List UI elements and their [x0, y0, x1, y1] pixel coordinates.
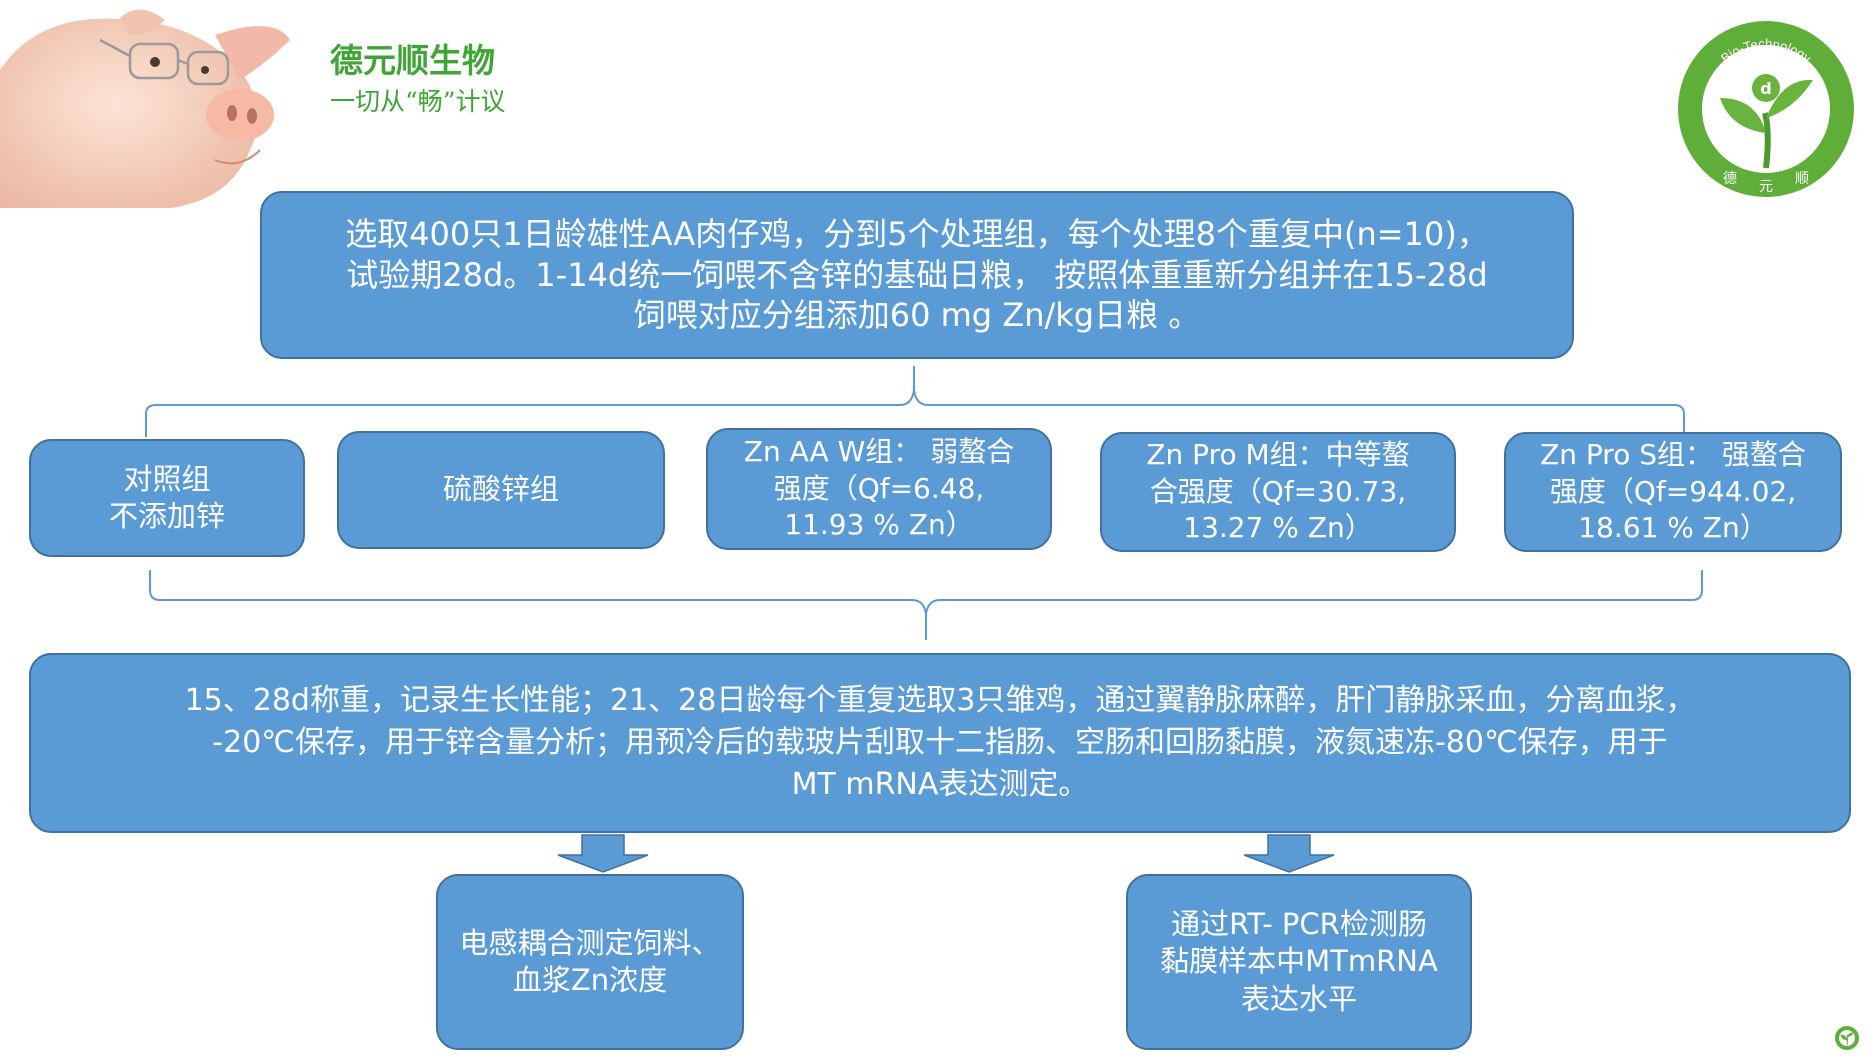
brace-top — [145, 366, 1685, 437]
rt-pcr-line-2: 黏膜样本中MTmRNA — [1160, 944, 1438, 979]
sampling-line-2: -20℃保存，用于锌含量分析；用预冷后的载玻片刮取十二指肠、空肠和回肠黏膜，液氮… — [212, 725, 1668, 760]
group-box-zn-pro-s: Zn Pro S组： 强螯合 强度（Qf=944.02, 18.61 % Zn） — [1504, 432, 1842, 552]
corner-logo-icon — [1835, 1026, 1859, 1050]
group-zn-aa-w-line-3: 11.93 % Zn） — [784, 508, 974, 542]
group-box-zn-aa-w: Zn AA W组： 弱螯合 强度（Qf=6.48, 11.93 % Zn） — [706, 428, 1052, 550]
group-control-line-2: 不添加锌 — [108, 499, 225, 533]
group-zinc-sulfate-line-1: 硫酸锌组 — [442, 472, 559, 507]
group-box-control: 对照组 不添加锌 — [29, 439, 305, 557]
sampling-line-1: 15、28d称重，记录生长性能；21、28日龄每个重复选取3只雏鸡，通过翼静脉麻… — [184, 683, 1696, 718]
logo-char-1: 德 — [1723, 171, 1737, 187]
logo-char-3: 顺 — [1795, 171, 1809, 187]
rt-pcr-line-3: 表达水平 — [1240, 981, 1357, 1016]
group-zn-pro-m-line-3: 13.27 % Zn） — [1183, 511, 1373, 545]
group-box-zinc-sulfate: 硫酸锌组 — [337, 431, 665, 549]
group-zn-pro-m-line-1: Zn Pro M组：中等螯 — [1146, 437, 1410, 471]
group-zn-pro-m-line-2: 合强度（Qf=30.73, — [1149, 474, 1407, 508]
icp-analysis-box: 电感耦合测定饲料、 血浆Zn浓度 — [436, 874, 744, 1050]
brace-bottom — [149, 570, 1703, 640]
arrow-down-right — [1243, 834, 1335, 873]
group-box-zn-pro-m: Zn Pro M组：中等螯 合强度（Qf=30.73, 13.27 % Zn） — [1100, 432, 1456, 552]
icp-analysis-line-1: 电感耦合测定饲料、 — [459, 925, 721, 960]
rt-pcr-line-1: 通过RT- PCR检测肠 — [1171, 907, 1427, 942]
logo-letter: d — [1760, 79, 1771, 98]
sampling-procedure-box: 15、28d称重，记录生长性能；21、28日龄每个重复选取3只雏鸡，通过翼静脉麻… — [29, 653, 1851, 833]
pig-illustration — [0, 9, 290, 208]
logo-char-2: 元 — [1759, 179, 1773, 195]
study-design-box: 选取400只1日龄雄性AA肉仔鸡，分到5个处理组，每个处理8个重复中(n=10)… — [260, 191, 1574, 359]
brand-slogan: 一切从“畅”计议 — [330, 87, 506, 116]
study-design-line-3: 饲喂对应分组添加60 mg Zn/kg日粮 。 — [633, 296, 1201, 335]
icp-analysis-line-2: 血浆Zn浓度 — [512, 963, 668, 997]
group-zn-pro-s-line-1: Zn Pro S组： 强螯合 — [1540, 437, 1806, 471]
group-zn-pro-s-line-3: 18.61 % Zn） — [1578, 511, 1768, 545]
sampling-line-3: MT mRNA表达测定。 — [791, 767, 1089, 802]
study-design-line-1: 选取400只1日龄雄性AA肉仔鸡，分到5个处理组，每个处理8个重复中(n=10)… — [345, 214, 1489, 253]
group-zn-aa-w-line-2: 强度（Qf=6.48, — [773, 471, 985, 505]
arrow-down-left — [557, 834, 649, 873]
brand-name: 德元顺生物 — [330, 41, 495, 80]
group-control-line-1: 对照组 — [123, 461, 211, 496]
company-logo: Bio-Technology d 德 元 顺 — [1678, 21, 1854, 197]
study-design-line-2: 试验期28d。1-14d统一饲喂不含锌的基础日粮， 按照体重重新分组并在15-2… — [346, 255, 1488, 294]
rt-pcr-analysis-box: 通过RT- PCR检测肠 黏膜样本中MTmRNA 表达水平 — [1126, 874, 1472, 1050]
group-zn-aa-w-line-1: Zn AA W组： 弱螯合 — [743, 434, 1015, 468]
group-zn-pro-s-line-2: 强度（Qf=944.02, — [1549, 474, 1797, 508]
